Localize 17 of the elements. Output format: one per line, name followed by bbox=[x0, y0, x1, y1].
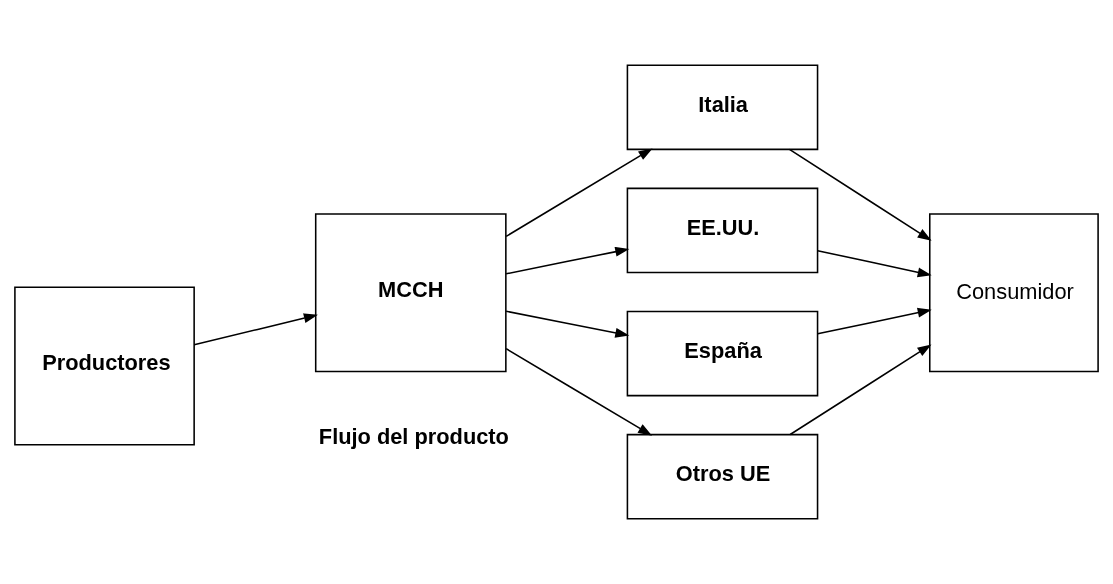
arrow bbox=[505, 310, 630, 338]
node-box: Otros UE bbox=[626, 433, 819, 520]
node-box: Consumidor bbox=[929, 213, 1099, 373]
legend-label: Flujo del producto bbox=[318, 423, 509, 449]
arrow bbox=[193, 313, 318, 346]
arrow bbox=[505, 246, 630, 275]
node-box: España bbox=[626, 310, 819, 397]
node-box: Productores bbox=[14, 286, 195, 446]
arrow bbox=[505, 148, 653, 238]
arrow bbox=[788, 148, 932, 241]
node-box: MCCH bbox=[314, 213, 507, 373]
arrow bbox=[816, 307, 932, 335]
node-box: EE.UU. bbox=[626, 187, 819, 274]
node-box: Italia bbox=[626, 64, 819, 151]
arrow bbox=[789, 344, 932, 436]
arrow bbox=[816, 249, 932, 278]
arrow bbox=[505, 347, 653, 436]
